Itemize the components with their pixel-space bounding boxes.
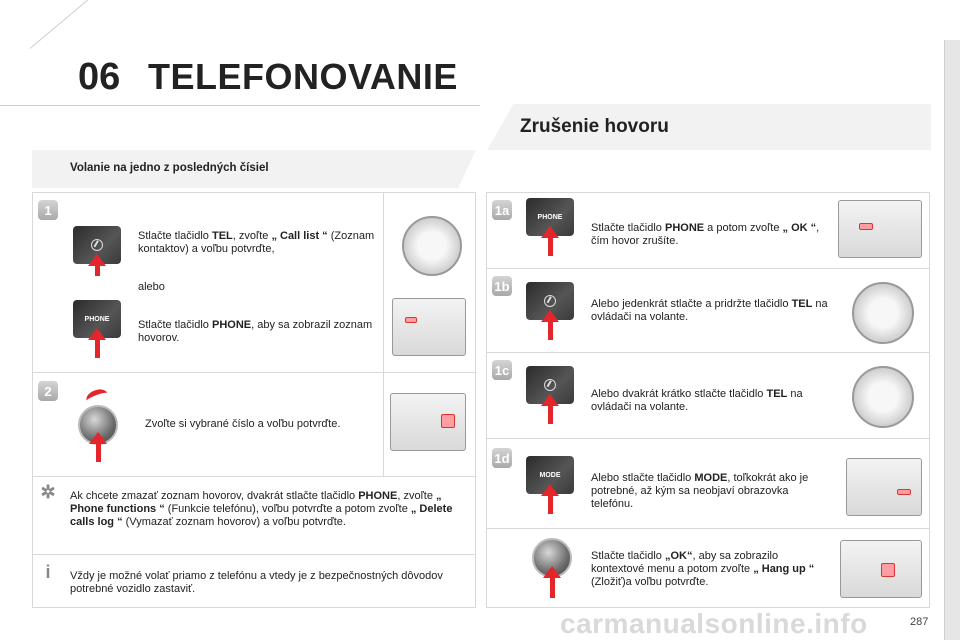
step-1b-text: Alebo jedenkrát stlačte a pridržte tlači… — [591, 298, 828, 323]
page-edge-strip — [944, 40, 960, 640]
left-row-separator — [32, 476, 476, 477]
ok-step-text: Stlačte tlačidlo „OK“, aby sa zobrazilo … — [591, 550, 815, 588]
arrow-up-icon — [88, 254, 106, 266]
arrow-stem — [548, 238, 553, 256]
page-edge-line — [944, 40, 945, 640]
radio-unit-image — [838, 200, 922, 258]
arrow-stem — [96, 444, 101, 462]
tip-icon: ✲ — [40, 481, 56, 502]
step1-text: Stlačte tlačidlo TEL, zvoľte „ Call list… — [138, 230, 375, 255]
right-row-separator — [486, 438, 930, 439]
arrow-up-icon — [89, 432, 107, 444]
tip-text: Ak chcete zmazať zoznam hovorov, dvakrát… — [70, 490, 453, 528]
steering-wheel-image — [402, 216, 462, 276]
or-text: alebo — [138, 281, 165, 293]
subsection-title: Volanie na jedno z posledných čísiel — [70, 162, 269, 174]
step-badge: 1d — [492, 448, 512, 468]
info-text: Vždy je možné volať priamo z telefónu a … — [70, 570, 443, 595]
section-title: Zrušenie hovoru — [520, 116, 669, 137]
chapter-number: 06 — [78, 56, 121, 98]
arrow-up-icon — [541, 484, 559, 496]
page-number: 287 — [910, 616, 929, 628]
arrow-stem — [550, 578, 555, 598]
right-row-separator — [486, 352, 930, 353]
steering-wheel-image — [852, 366, 914, 428]
step-1d-text: Alebo stlačte tlačidlo MODE, toľkokrát a… — [591, 472, 809, 510]
step2-text: Zvoľte si vybrané číslo a voľbu potvrďte… — [145, 418, 341, 430]
arrow-stem — [548, 322, 553, 340]
radio-unit-image — [846, 458, 922, 516]
phone-icon — [544, 295, 556, 307]
step-badge: 2 — [38, 381, 58, 401]
phone-icon — [544, 379, 556, 391]
arrow-up-icon — [541, 394, 559, 406]
step-badge: 1c — [492, 360, 512, 380]
watermark: carmanualsonline.info — [560, 608, 868, 639]
step-badge: 1 — [38, 200, 58, 220]
phone-icon — [91, 239, 103, 251]
subsection-header-bg — [32, 150, 476, 188]
arrow-stem — [548, 496, 553, 514]
step-badge: 1a — [492, 200, 512, 220]
header-rule — [0, 105, 480, 106]
arrow-up-icon — [88, 328, 106, 340]
left-row-separator — [32, 554, 476, 555]
page-title: TELEFONOVANIE — [148, 56, 458, 97]
section-header-bg — [487, 104, 931, 150]
arrow-stem — [548, 406, 553, 424]
right-row-separator — [486, 268, 930, 269]
arrow-up-icon — [541, 226, 559, 238]
step-1c-text: Alebo dvakrát krátko stlačte tlačidlo TE… — [591, 388, 803, 413]
arrow-up-icon — [543, 566, 561, 578]
step-1a-text: Stlačte tlačidlo PHONE a potom zvoľte „ … — [591, 222, 820, 247]
step-badge: 1b — [492, 276, 512, 296]
header-diagonal — [29, 0, 92, 49]
right-row-separator — [486, 528, 930, 529]
arrow-stem — [95, 340, 100, 358]
step1-text-alt: Stlačte tlačidlo PHONE, aby sa zobrazil … — [138, 319, 373, 344]
info-icon: i — [45, 561, 51, 582]
steering-wheel-image — [852, 282, 914, 344]
arrow-up-icon — [541, 310, 559, 322]
radio-unit-image — [390, 393, 466, 451]
radio-unit-image — [840, 540, 922, 598]
arrow-stem — [95, 266, 100, 276]
left-panel-divider — [383, 192, 384, 477]
left-row-separator — [32, 372, 476, 373]
tel-button[interactable] — [526, 282, 574, 320]
radio-unit-image — [392, 298, 466, 356]
